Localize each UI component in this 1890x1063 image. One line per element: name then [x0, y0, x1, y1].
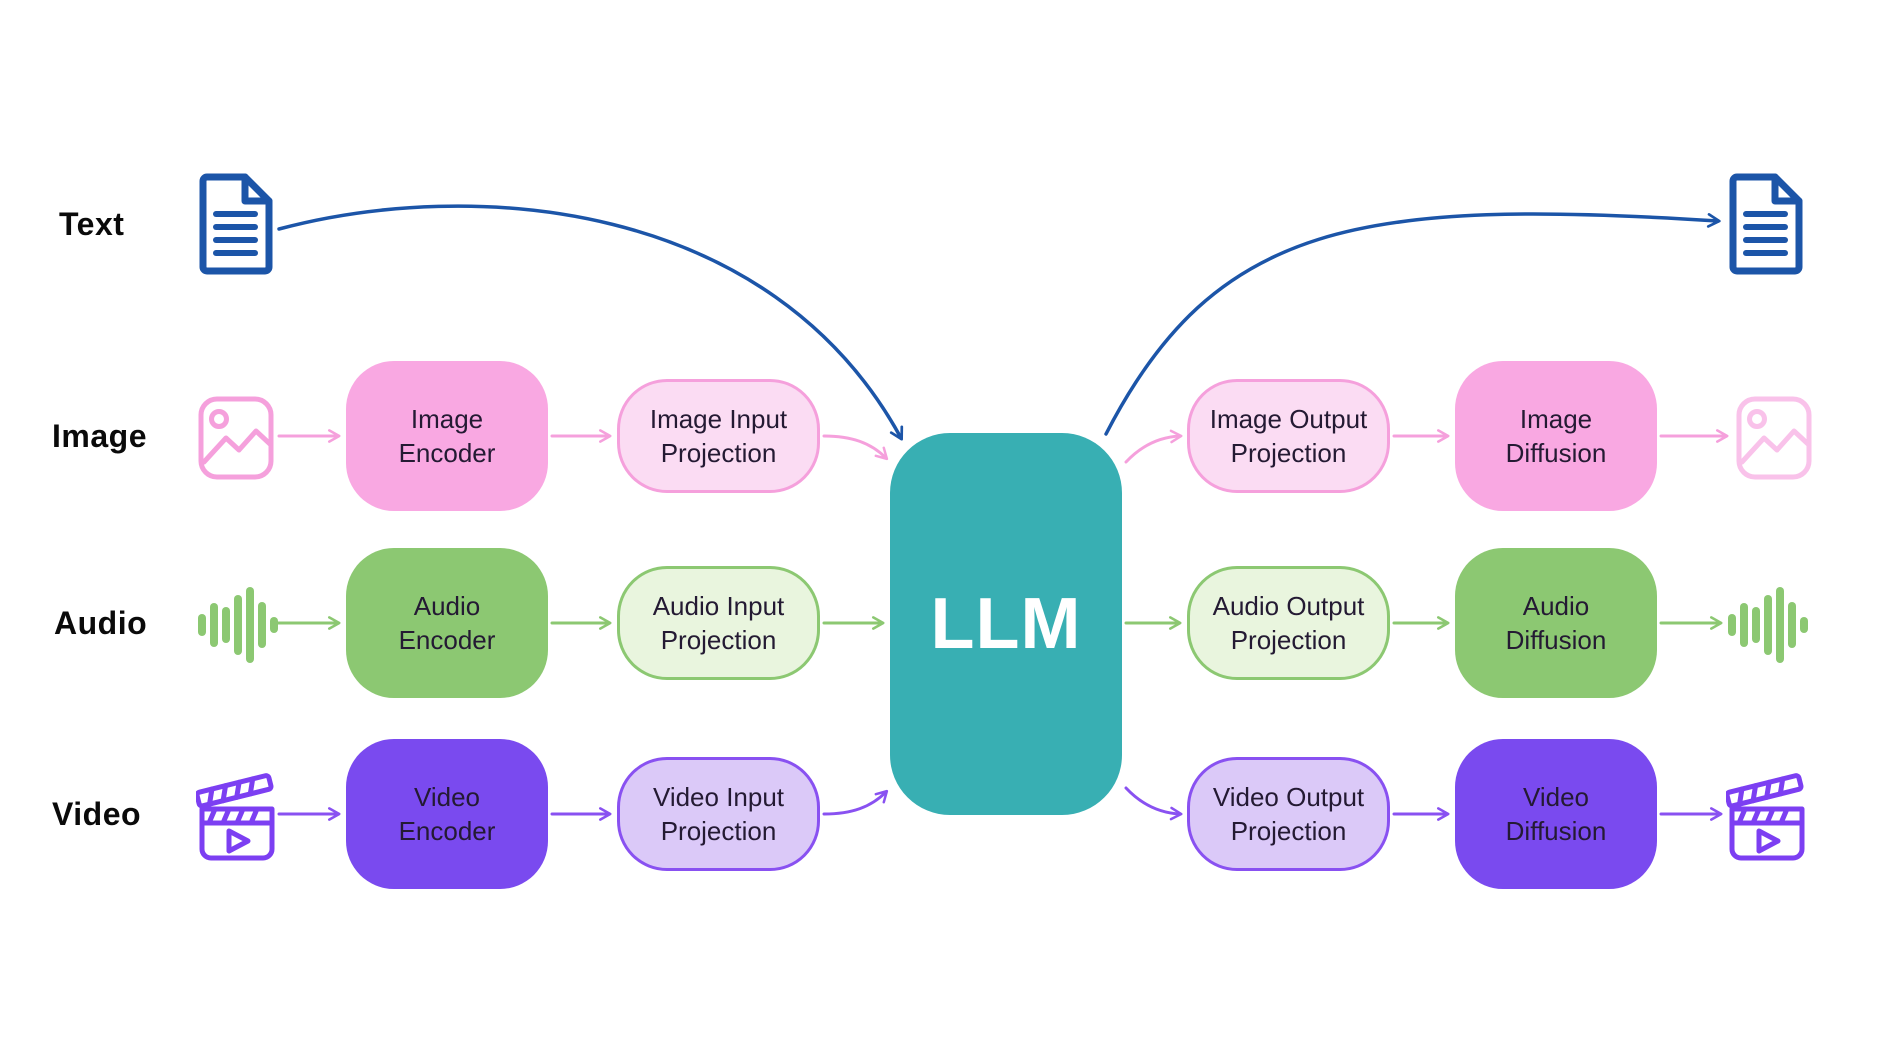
video-clapperboard-icon — [196, 773, 275, 861]
image-input-projection-box: Image Input Projection — [617, 379, 820, 493]
audio-encoder-box: Audio Encoder — [346, 548, 548, 698]
video-input-projection-box: Video Input Projection — [617, 757, 820, 871]
row-label-text: Text — [59, 206, 125, 242]
audio-output-projection-box: Audio Output Projection — [1187, 566, 1390, 680]
video-clapperboard-icon — [1726, 773, 1805, 861]
video-output-projection-box: Video Output Projection — [1187, 757, 1390, 871]
video-encoder-box: Video Encoder — [346, 739, 548, 889]
document-icon — [199, 173, 273, 275]
image-encoder-box: Image Encoder — [346, 361, 548, 511]
audio-waveform-icon — [1728, 587, 1808, 663]
audio-waveform-icon — [198, 587, 278, 663]
llm-box: LLM — [890, 433, 1122, 815]
image-diffusion-box: Image Diffusion — [1455, 361, 1657, 511]
row-label-image: Image — [52, 418, 147, 454]
audio-input-projection-box: Audio Input Projection — [617, 566, 820, 680]
audio-diffusion-box: Audio Diffusion — [1455, 548, 1657, 698]
row-label-video: Video — [52, 796, 142, 832]
row-label-audio: Audio — [54, 605, 148, 641]
image-output-projection-box: Image Output Projection — [1187, 379, 1390, 493]
document-icon — [1729, 173, 1803, 275]
image-icon — [198, 396, 274, 480]
image-icon — [1736, 396, 1812, 480]
video-diffusion-box: Video Diffusion — [1455, 739, 1657, 889]
